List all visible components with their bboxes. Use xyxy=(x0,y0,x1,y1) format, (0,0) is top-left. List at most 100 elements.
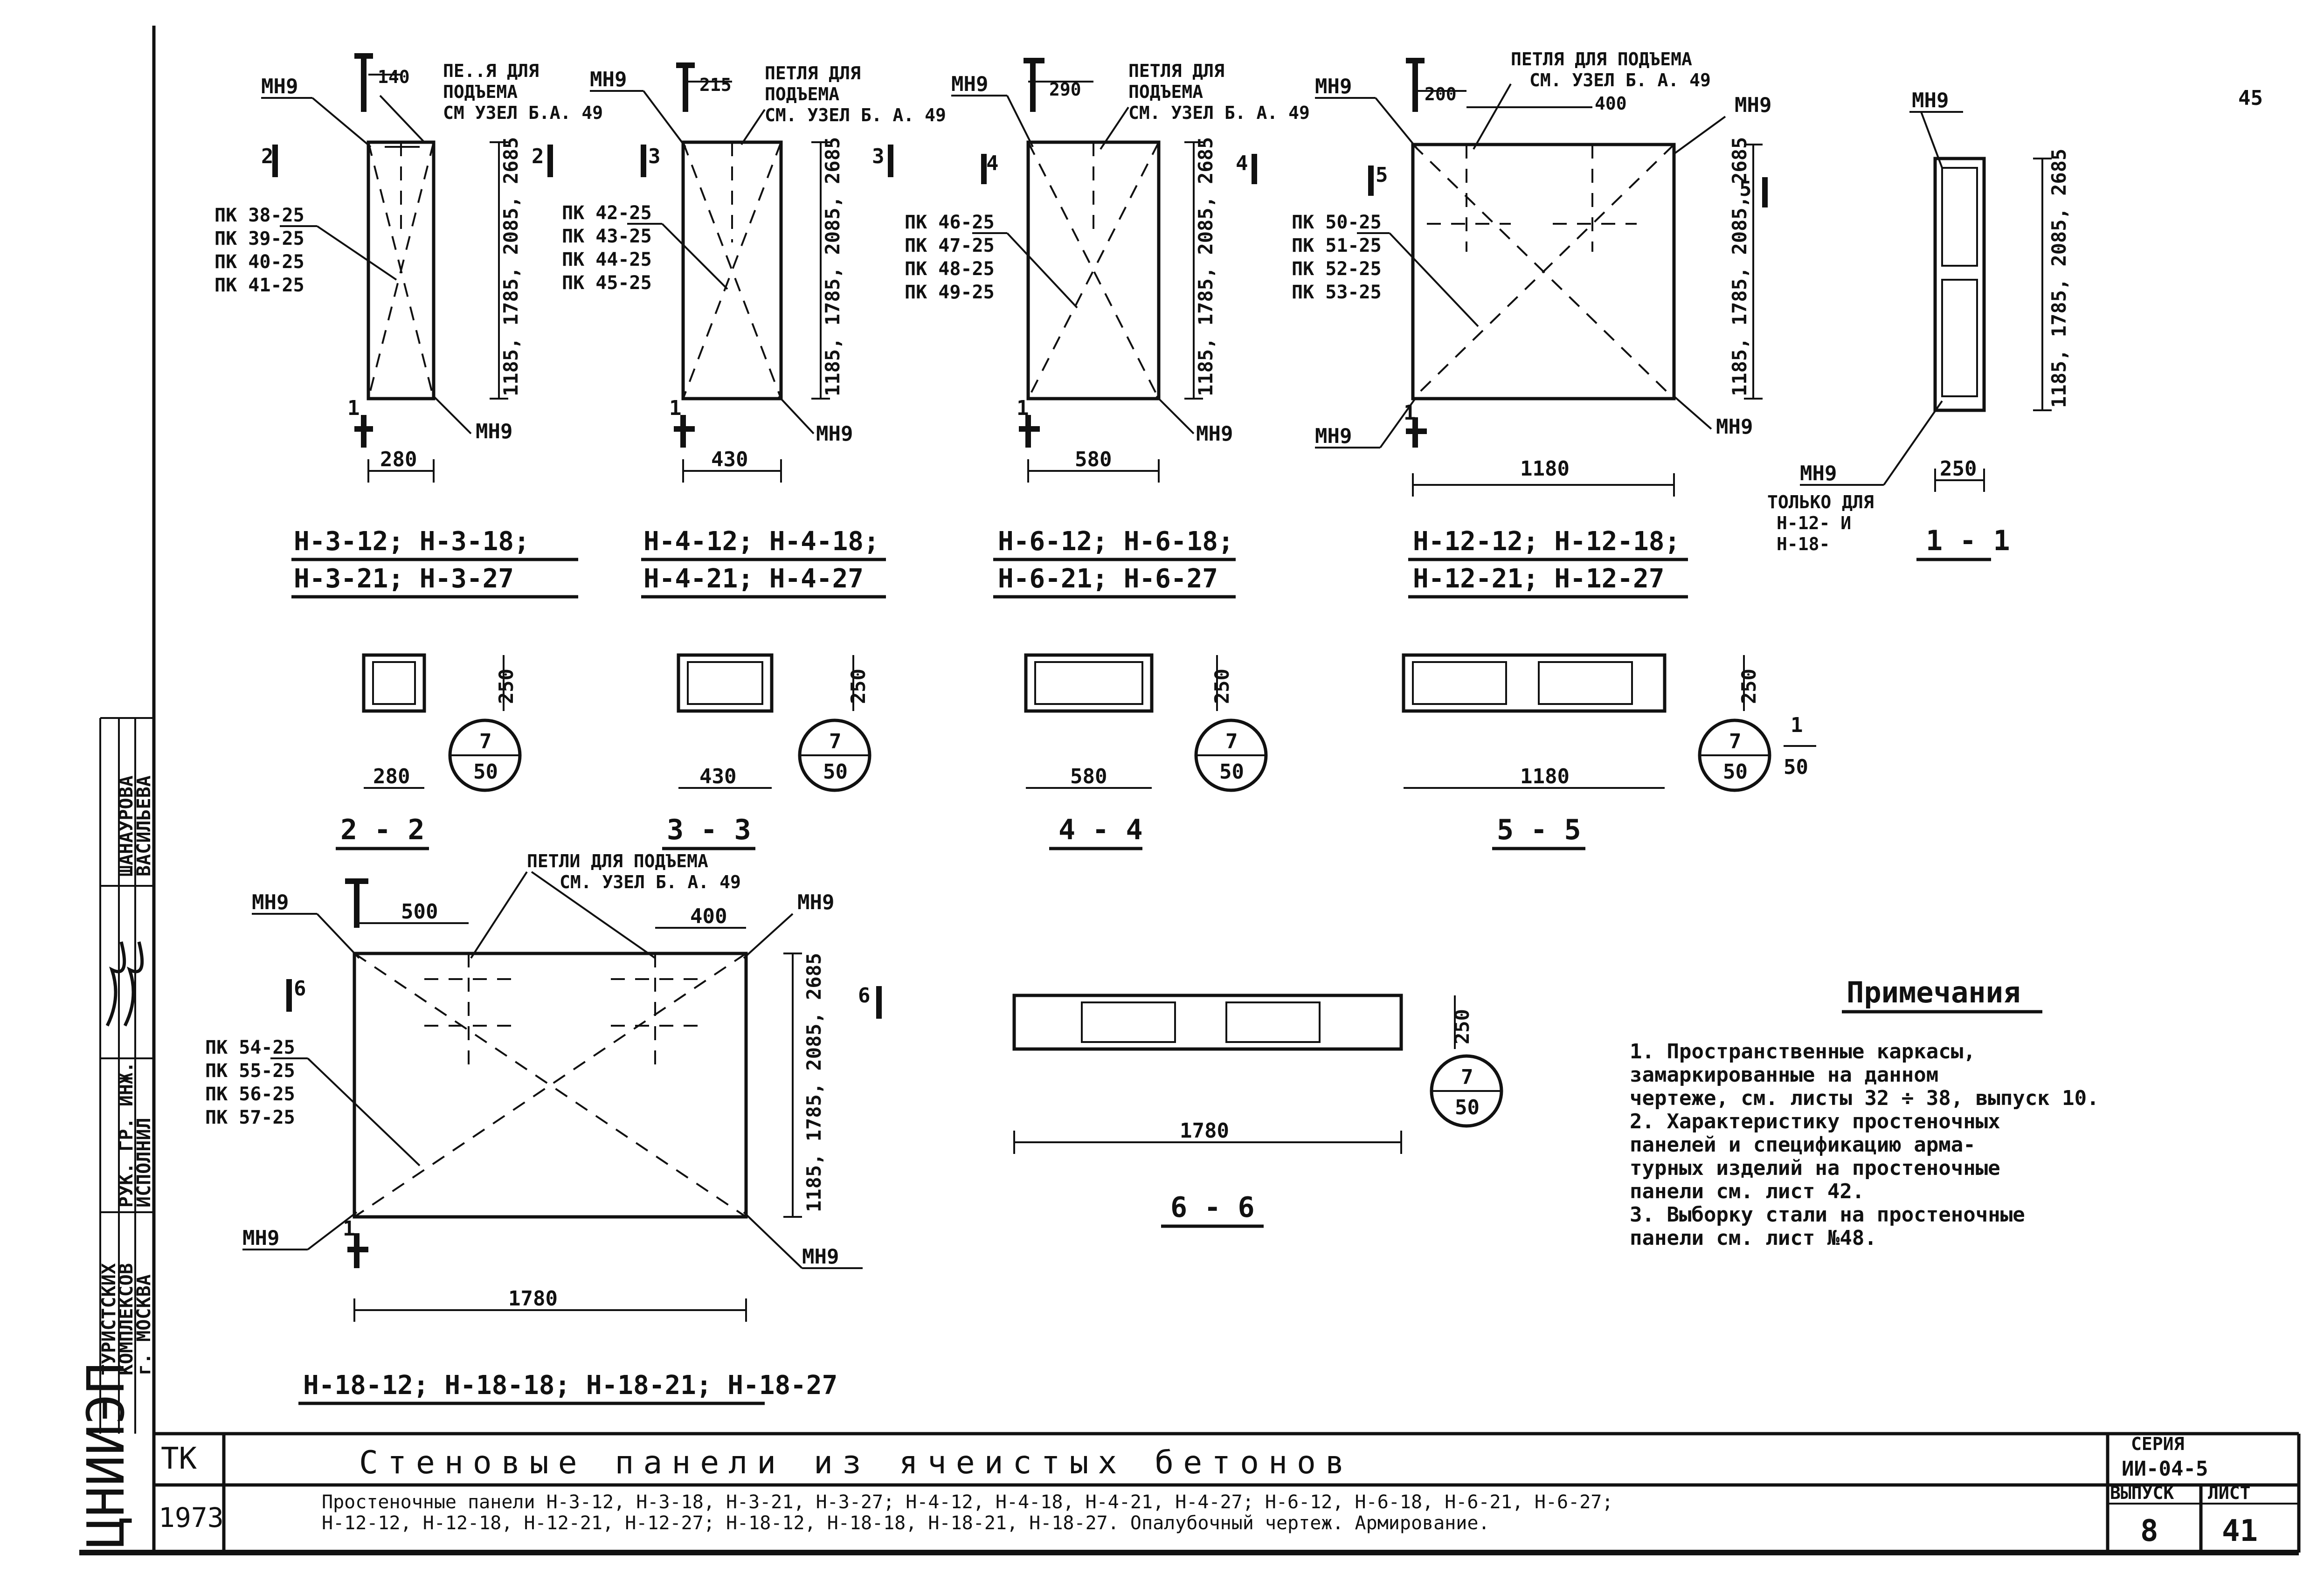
note-line-7: панели см. лист 42. xyxy=(1630,1180,1864,1203)
code-h12-2: ПК 51-25 xyxy=(1292,235,1382,256)
mh9-label-h18-top: МН9 xyxy=(252,891,289,914)
width-dim-h6: 580 xyxy=(1075,448,1112,471)
loop-label-h6-2: ПОДЪЕМА xyxy=(1128,82,1203,102)
marks-h12-line1: Н-12-12; Н-12-18; xyxy=(1413,526,1680,557)
width-5-5: 1180 xyxy=(1520,765,1570,788)
issue-label: ВЫПУСК xyxy=(2110,1483,2174,1503)
loop-label-h4-3: СМ. УЗЕЛ Б. А. 49 xyxy=(765,105,946,125)
dim-top-h18: 500 xyxy=(401,900,438,924)
cut-right-h4: 3 xyxy=(872,145,885,168)
height-dim-h12: 1185, 1785, 2085, 2685 xyxy=(1728,137,1751,396)
marks-h4-line1: Н-4-12; Н-4-18; xyxy=(643,526,879,557)
loop-label-h18-2: СМ. УЗЕЛ Б. А. 49 xyxy=(560,872,741,892)
main-title: Стеновые панели из ячеистых бетонов xyxy=(359,1444,1354,1481)
marks-h6-line2: Н-6-21; Н-6-27 xyxy=(998,564,1218,594)
code-h4-4: ПК 45-25 xyxy=(562,272,652,294)
org-line-2: КОМПЛЕКСОВ xyxy=(116,1263,137,1375)
width-dim-h12: 1180 xyxy=(1520,457,1570,481)
height-dim-h6: 1185, 1785, 2085, 2685 xyxy=(1194,137,1217,396)
name-head: ШАНАУРОВА xyxy=(116,775,137,877)
section-label-1-1: 1 - 1 xyxy=(1926,525,2010,557)
node-ref-4-top: 7 xyxy=(1729,730,1742,753)
mh9-label-h18-bottom-right: МН9 xyxy=(802,1245,839,1269)
depth-2-2: 250 xyxy=(495,669,518,704)
cut-bottom-h4: 1 xyxy=(669,396,682,420)
section-label-4-4: 4 - 4 xyxy=(1058,814,1143,846)
issue-value: 8 xyxy=(2140,1514,2158,1548)
mh9-label-h3-bottom: МН9 xyxy=(476,420,512,443)
section-5-5: 250 1180 5 - 5 xyxy=(1402,653,1760,850)
height-dim-1-1: 1185, 1785, 2085, 2685 xyxy=(2047,149,2070,408)
loop-label-h3-3: СМ УЗЕЛ Б.А. 49 xyxy=(443,103,603,123)
code-h18-2: ПК 55-25 xyxy=(205,1060,295,1082)
cut-left-h6: 4 xyxy=(986,152,999,175)
org-logo: ЦНИИЭП xyxy=(76,1363,136,1548)
desc-line-1: Простеночные панели Н-3-12, Н-3-18, Н-3-… xyxy=(322,1491,1613,1513)
height-dim-h18: 1185, 1785, 2085, 2685 xyxy=(802,953,825,1212)
cut-left-h4: 3 xyxy=(648,145,661,168)
section-1-1: МН9 1185, 1785, 2085, 2685 250 МН9 ТОЛЬК… xyxy=(1767,89,2070,561)
node-ref-6-bottom: 50 xyxy=(1455,1096,1480,1119)
only-for-1: ТОЛЬКО ДЛЯ xyxy=(1767,492,1874,512)
width-dim-1-1: 250 xyxy=(1940,457,1977,481)
height-dim-h3: 1185, 1785, 2085, 2685 xyxy=(499,137,522,396)
section-label-3-3: 3 - 3 xyxy=(667,814,751,846)
extra-note-top: 1 xyxy=(1791,713,1803,737)
width-dim-h18: 1780 xyxy=(508,1287,558,1311)
signature-2 xyxy=(123,941,144,1027)
notes: Примечания 1. Пространственные каркасы, … xyxy=(1630,975,2099,1250)
code-h12-4: ПК 53-25 xyxy=(1292,282,1382,303)
side-stamp: ТУРИСТСКИХ КОМПЛЕКСОВ г. МОСКВА РУК. ГР.… xyxy=(76,717,155,1548)
panel-h12: 200 400 ПЕТЛЯ ДЛЯ ПОДЪЕМА СМ. УЗЕЛ Б. А.… xyxy=(1292,49,1771,599)
cut-bottom-h3: 1 xyxy=(347,396,360,420)
width-2-2: 280 xyxy=(373,765,410,788)
role-head: РУК. ГР. ИНЖ. xyxy=(116,1062,137,1208)
dim-top2-h12: 400 xyxy=(1595,93,1627,114)
code-h3-1: ПК 38-25 xyxy=(214,205,304,226)
series-value: ИИ-04-5 xyxy=(2122,1457,2208,1481)
notes-title: Примечания xyxy=(1847,975,2020,1009)
mh9-label-1-1: МН9 xyxy=(1912,89,1949,112)
cut-left-h3: 2 xyxy=(261,145,274,168)
marks-h3-line2: Н-3-21; Н-3-27 xyxy=(294,564,514,594)
mh9-label-h6-bottom: МН9 xyxy=(1196,422,1233,446)
dim-top-h6: 290 xyxy=(1049,79,1081,100)
sheet-label: ЛИСТ xyxy=(2208,1483,2251,1503)
note-line-3: чертеже, см. листы 32 ÷ 38, выпуск 10. xyxy=(1630,1086,2099,1110)
note-line-5: панелей и спецификацию арма- xyxy=(1630,1133,1976,1157)
depth-6-6: 250 xyxy=(1451,1009,1473,1044)
marks-h6-line1: Н-6-12; Н-6-18; xyxy=(998,526,1234,557)
loop-label-h6-3: СМ. УЗЕЛ Б. А. 49 xyxy=(1128,103,1310,123)
page-number: 45 xyxy=(2238,86,2263,110)
width-3-3: 430 xyxy=(699,765,736,788)
code-h6-4: ПК 49-25 xyxy=(905,282,995,303)
loop-label-h3-1: ПЕ..Я ДЛЯ xyxy=(443,61,539,81)
width-6-6: 1780 xyxy=(1180,1119,1229,1143)
mh9-label-h6-top: МН9 xyxy=(951,72,988,96)
mh9-label-h3-top: МН9 xyxy=(261,75,298,98)
code-h6-3: ПК 48-25 xyxy=(905,258,995,280)
name-exec: ВАСИЛЬЕВА xyxy=(133,775,155,877)
code-h18-3: ПК 56-25 xyxy=(205,1084,295,1105)
panel-h4: 215 ПЕТЛЯ ДЛЯ ПОДЪЕМА СМ. УЗЕЛ Б. А. 49 … xyxy=(562,62,946,599)
code-h4-2: ПК 43-25 xyxy=(562,226,652,247)
mh9-label-h18-bottom-left: МН9 xyxy=(242,1226,279,1250)
marks-h12-line2: Н-12-21; Н-12-27 xyxy=(1413,564,1664,594)
loop-label-h4-2: ПОДЪЕМА xyxy=(765,84,839,104)
section-3-3: 250 430 3 - 3 xyxy=(662,653,870,850)
mh9-label-h12-bottom-right: МН9 xyxy=(1716,415,1753,439)
dim-top2-h18: 400 xyxy=(690,904,727,928)
node-ref-4-bottom: 50 xyxy=(1723,760,1748,784)
sheet-frame xyxy=(79,26,2301,1555)
code-h3-4: ПК 41-25 xyxy=(214,275,304,296)
desc-line-2: Н-12-12, Н-12-18, Н-12-21, Н-12-27; Н-18… xyxy=(322,1512,1490,1534)
note-line-1: 1. Пространственные каркасы, xyxy=(1630,1040,1976,1063)
org-line-3: г. МОСКВА xyxy=(133,1274,155,1375)
dim-top-h12: 200 xyxy=(1425,84,1457,104)
marks-h4-line2: Н-4-21; Н-4-27 xyxy=(643,564,864,594)
depth-4-4: 250 xyxy=(1210,669,1233,704)
loop-label-h12-1: ПЕТЛЯ ДЛЯ ПОДЪЕМА xyxy=(1511,49,1692,69)
node-ref-3-top: 7 xyxy=(1225,730,1238,753)
loop-label-h18-1: ПЕТЛИ ДЛЯ ПОДЪЕМА xyxy=(527,851,708,871)
